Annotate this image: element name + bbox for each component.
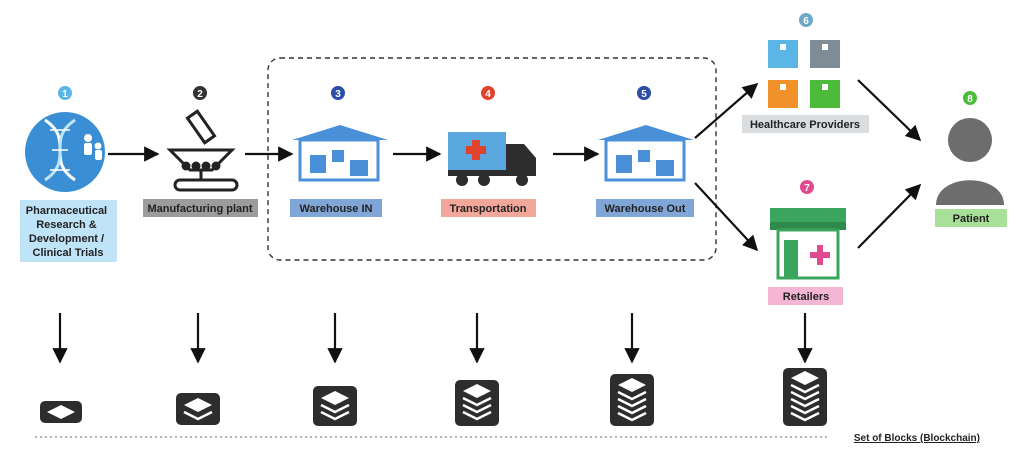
stage-2: 2 Manufacturing plant xyxy=(143,86,258,217)
stage-number: 5 xyxy=(641,89,647,100)
stage-number: 6 xyxy=(803,16,809,27)
stage-number: 1 xyxy=(62,89,68,100)
stage-7: 7 Retailers xyxy=(768,180,846,305)
blockchain-label: Set of Blocks (Blockchain) xyxy=(854,433,980,444)
stage-number-badge xyxy=(799,13,813,27)
stage-label-box xyxy=(143,199,258,217)
stage-label: Manufacturing plant xyxy=(147,203,252,215)
block-stack-5 xyxy=(610,374,654,426)
truck-icon xyxy=(448,132,536,186)
svg-text:Pharmaceutical Research: Pharmaceutical Research & Development / … xyxy=(26,205,110,259)
research-dna-icon xyxy=(25,112,105,192)
warehouse-transport-group xyxy=(267,57,717,261)
block-stack-3 xyxy=(313,386,357,426)
stage-number-badge xyxy=(58,86,72,100)
stage-number-badge xyxy=(193,86,207,100)
stage-4: 4 Transportation xyxy=(441,86,536,217)
stage-number: 4 xyxy=(485,89,491,100)
stage-number-badge xyxy=(637,86,651,100)
hospital-icon xyxy=(768,40,840,108)
stage-number: 2 xyxy=(197,89,203,100)
stage-8: 8 Patient xyxy=(935,91,1007,227)
block-arrows xyxy=(52,313,813,364)
flow-arrow xyxy=(694,182,759,252)
stage-label-box xyxy=(20,200,117,262)
block-stack-6 xyxy=(783,368,827,426)
stage-label-box xyxy=(768,287,843,305)
block-stack-4 xyxy=(455,380,499,426)
stage-number-badge xyxy=(481,86,495,100)
warehouse-icon xyxy=(292,125,388,182)
stage-number: 8 xyxy=(967,94,973,105)
stage-label: Warehouse Out xyxy=(605,203,686,215)
stage-label-line: Development / xyxy=(29,233,104,245)
stage-label-box xyxy=(742,115,869,133)
stage-label-line: Research & xyxy=(36,219,97,231)
stage-3: 3 Warehouse IN xyxy=(290,86,388,217)
stage-label-line: Clinical Trials xyxy=(33,247,104,259)
stage-label-box xyxy=(290,199,382,217)
block-stack-1 xyxy=(40,401,82,423)
stage-label: Healthcare Providers xyxy=(750,119,860,131)
stage-label: Patient xyxy=(953,213,990,225)
stage-label: Retailers xyxy=(783,291,829,303)
stage-label-box xyxy=(935,209,1007,227)
stage-1: 1 Pharmaceutical Research & Development … xyxy=(20,86,117,262)
stage-number: 7 xyxy=(804,183,810,194)
stage-number-badge xyxy=(963,91,977,105)
flow-arrow xyxy=(694,82,759,139)
stage-number: 3 xyxy=(335,89,341,100)
stage-6: 6 Healthcare Providers xyxy=(742,13,869,133)
flow-arrow xyxy=(857,79,922,142)
warehouse-icon xyxy=(598,125,694,182)
stage-label-line: Pharmaceutical xyxy=(26,205,107,217)
block-stack-2 xyxy=(176,393,220,425)
stage-label: Warehouse IN xyxy=(300,203,373,215)
flow-arrows xyxy=(108,79,922,252)
stage-label-box xyxy=(596,199,694,217)
stage-5: 5 Warehouse Out xyxy=(596,86,694,217)
manufacturing-icon xyxy=(166,109,239,192)
stage-label: Transportation xyxy=(449,203,526,215)
stage-number-badge xyxy=(800,180,814,194)
shop-icon xyxy=(770,208,846,280)
flow-arrow xyxy=(857,183,922,249)
patient-icon xyxy=(936,118,1004,205)
stage-label-box xyxy=(441,199,536,217)
stage-number-badge xyxy=(331,86,345,100)
